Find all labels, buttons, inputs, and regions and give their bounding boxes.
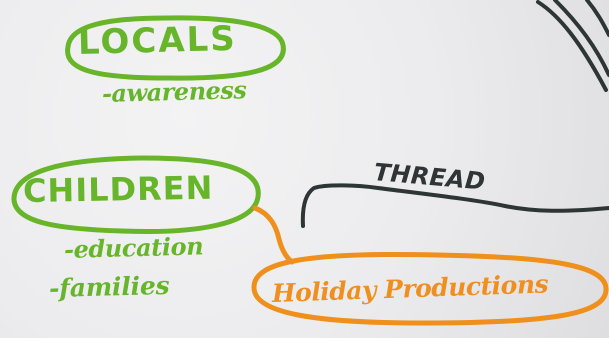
awareness-note: -awareness	[101, 75, 247, 108]
education-note: -education	[63, 231, 204, 264]
families-note: -families	[48, 270, 170, 303]
thread-line	[300, 183, 609, 228]
children-label: CHILDREN	[22, 168, 214, 210]
top-right-thread-lines	[536, 0, 609, 92]
locals-label: LOCALS	[77, 18, 238, 63]
children-connector-line	[252, 205, 295, 265]
holiday-productions-circle	[251, 251, 609, 326]
children-circle	[11, 155, 261, 234]
locals-circle	[65, 15, 286, 81]
